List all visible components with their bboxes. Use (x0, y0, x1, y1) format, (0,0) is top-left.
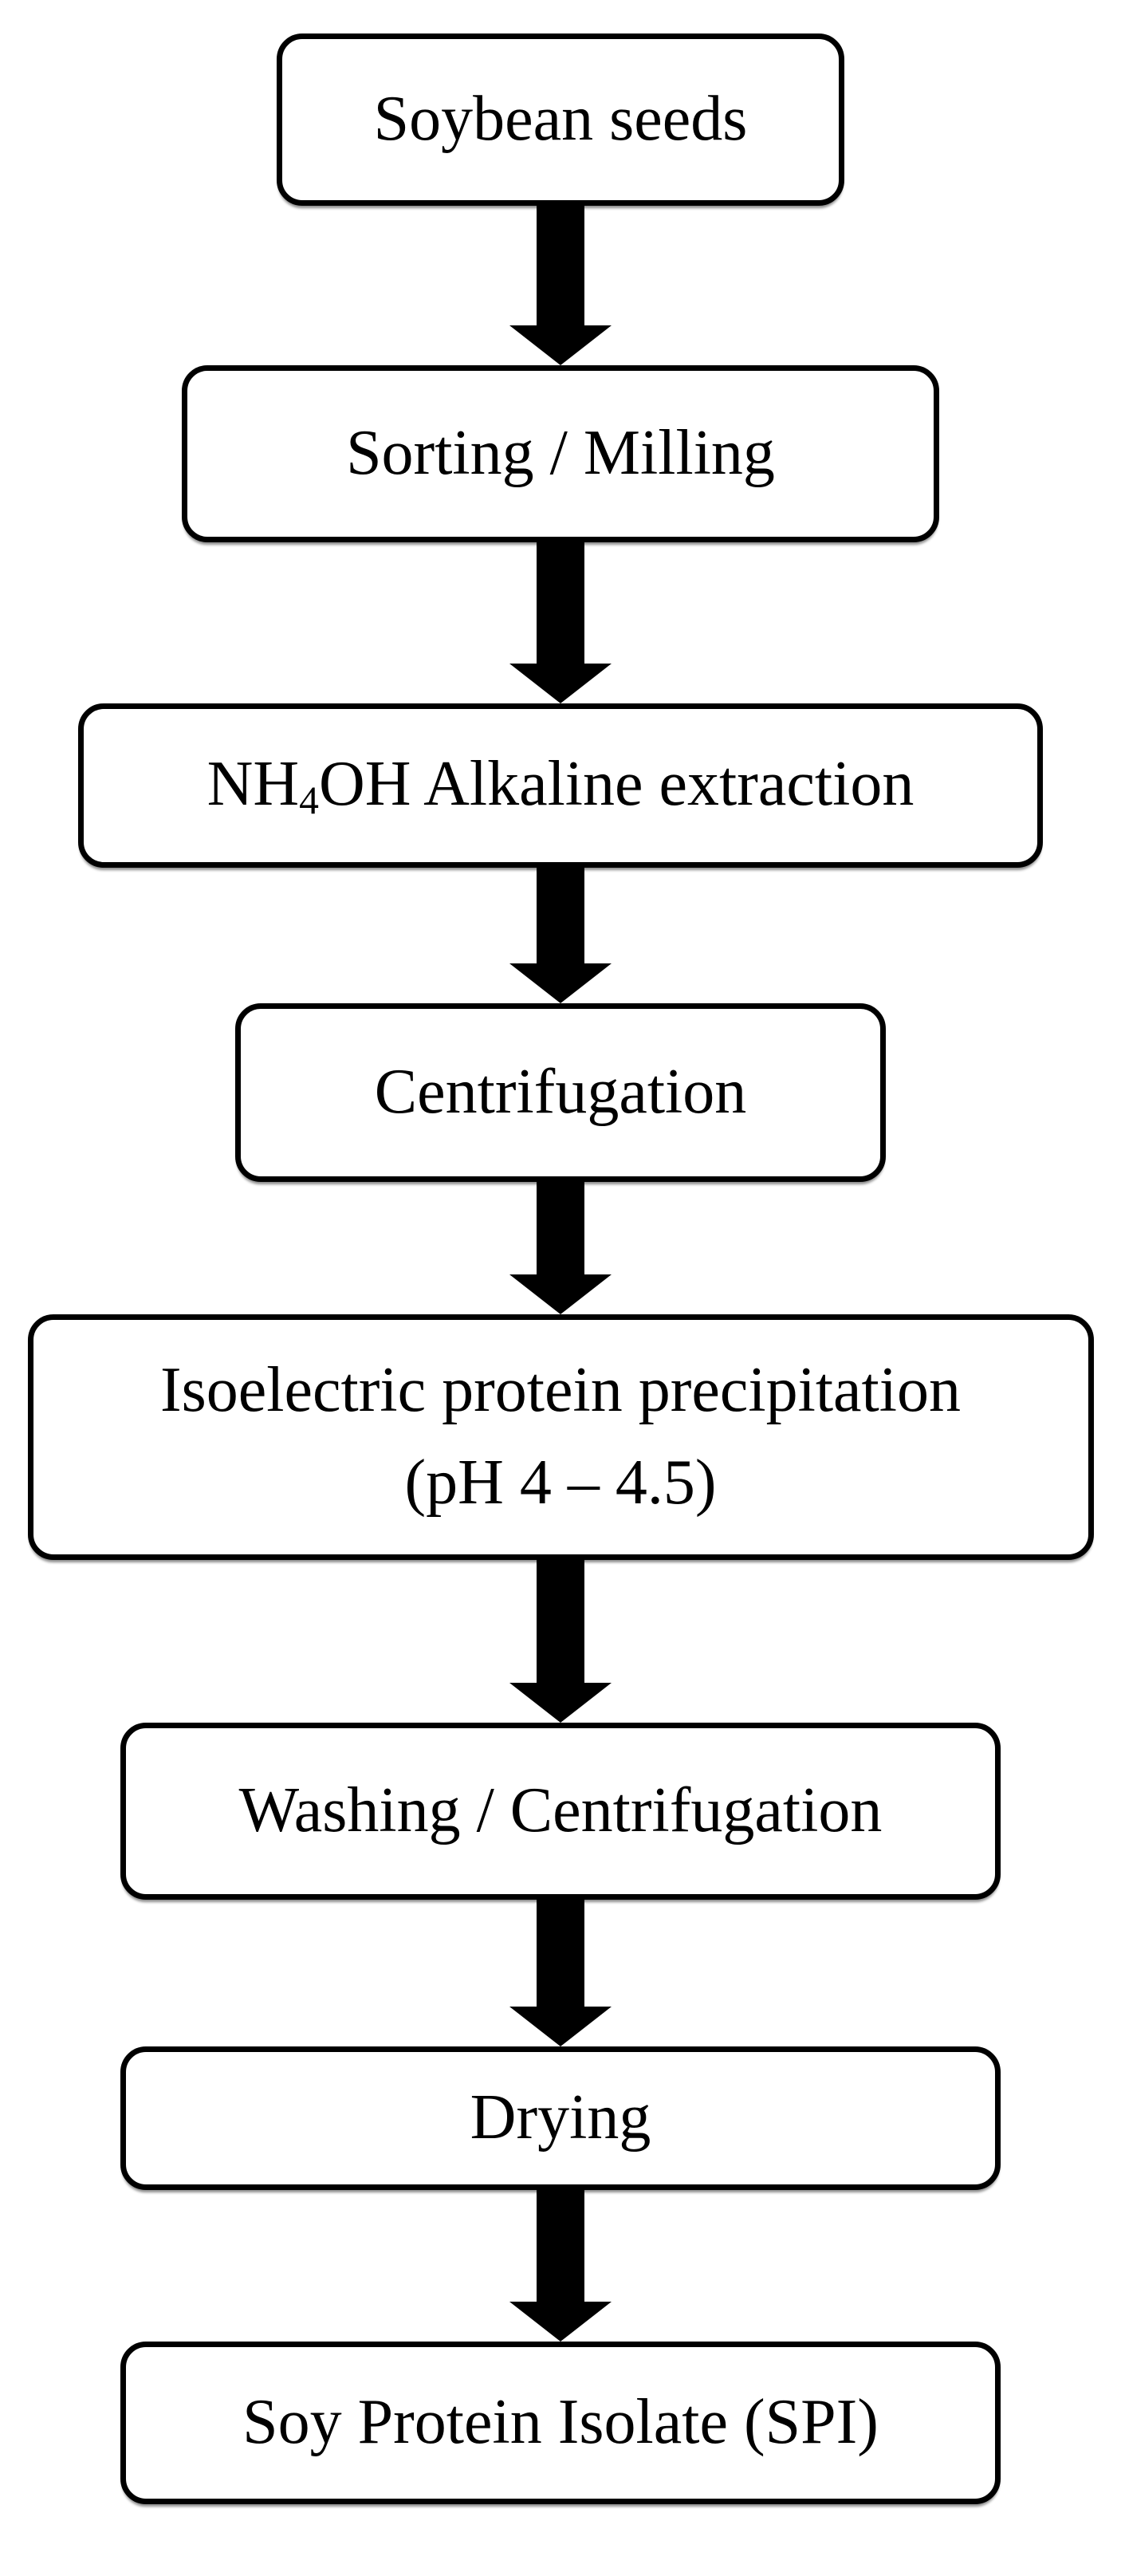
node-label-line: Isoelectric protein precipitation (160, 1355, 961, 1427)
flow-node-centrifugation: Centrifugation (235, 1003, 886, 1182)
arrow-stem (537, 1182, 584, 1274)
arrow-stem (537, 206, 584, 325)
node-label-text: (pH 4 – 4.5) (404, 1448, 717, 1518)
flow-node-sorting-milling: Sorting / Milling (182, 365, 939, 542)
arrow-head (509, 664, 612, 703)
node-label-line: NH4OH Alkaline extraction (207, 749, 914, 822)
node-label-line: Soybean seeds (374, 84, 748, 156)
node-label-line: Soy Protein Isolate (SPI) (242, 2387, 879, 2459)
flow-node-soybean-seeds: Soybean seeds (277, 33, 844, 206)
arrow-head (509, 2007, 612, 2046)
arrow-stem (537, 868, 584, 963)
arrow-head (509, 325, 612, 365)
down-arrow-connector (509, 2190, 612, 2342)
node-label-text: Sorting / Milling (346, 418, 775, 489)
down-arrow-connector (509, 542, 612, 703)
node-label-text: Centrifugation (374, 1057, 747, 1128)
down-arrow-connector (509, 1560, 612, 1723)
node-label-line: Centrifugation (375, 1057, 747, 1128)
node-label-text: Drying (470, 2082, 651, 2153)
arrow-stem (537, 1560, 584, 1683)
flow-node-drying: Drying (120, 2046, 1001, 2190)
arrow-head (509, 963, 612, 1003)
flow-node-isoelectric-protein-precipitation: Isoelectric protein precipitation (pH 4 –… (27, 1314, 1094, 1560)
down-arrow-connector (509, 1182, 612, 1314)
flow-node-soy-protein-isolate: Soy Protein Isolate (SPI) (120, 2342, 1001, 2504)
arrow-head (509, 2302, 612, 2342)
node-label-line: Sorting / Milling (346, 418, 775, 490)
arrow-head (509, 1274, 612, 1314)
down-arrow-connector (509, 868, 612, 1003)
node-label-text: Soy Protein Isolate (SPI) (242, 2387, 879, 2458)
node-label-subscript: 4 (299, 778, 319, 822)
down-arrow-connector (509, 1900, 612, 2046)
arrow-head (509, 1683, 612, 1723)
node-label-text: Isoelectric protein precipitation (159, 1355, 962, 1426)
node-label-line: Drying (470, 2082, 651, 2154)
arrow-stem (537, 542, 584, 664)
node-label-text: Washing / Centrifugation (238, 1775, 883, 1846)
flow-node-nh4oh-alkaline-extraction: NH4OH Alkaline extraction (78, 703, 1043, 868)
arrow-stem (537, 2190, 584, 2302)
node-label-text: OH Alkaline extraction (318, 748, 914, 819)
down-arrow-connector (509, 206, 612, 365)
node-label-line: Washing / Centrifugation (239, 1775, 883, 1847)
flow-node-washing-centrifugation: Washing / Centrifugation (120, 1723, 1001, 1900)
node-label-text: NH (206, 748, 300, 819)
node-label-line: (pH 4 – 4.5) (404, 1448, 716, 1519)
node-label-text: Soybean seeds (373, 84, 748, 155)
arrow-stem (537, 1900, 584, 2007)
